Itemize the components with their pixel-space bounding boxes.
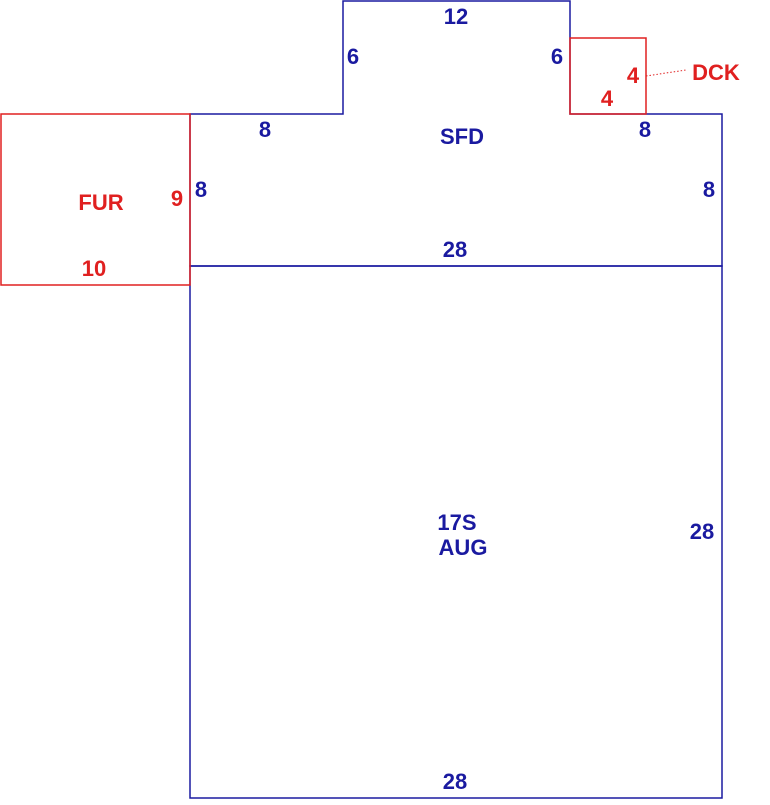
dim-sfd-top-right: 8 bbox=[639, 117, 651, 142]
aug-outline bbox=[189, 265, 723, 799]
dim-dck-right: 4 bbox=[627, 63, 640, 88]
dim-sfd-right: 8 bbox=[703, 177, 715, 202]
dim-sfd-top-left: 8 bbox=[259, 117, 271, 142]
dim-fur-right: 9 bbox=[171, 186, 183, 211]
fur-label: FUR bbox=[78, 190, 123, 215]
dim-fur-bottom: 10 bbox=[82, 256, 106, 281]
dim-sfd-bump-left: 6 bbox=[347, 44, 359, 69]
aug-label-line2: AUG bbox=[439, 535, 488, 560]
dim-dck-bottom: 4 bbox=[601, 86, 614, 111]
dck-leader-line bbox=[645, 69, 687, 77]
fur-outline bbox=[0, 113, 191, 286]
dim-sfd-left: 8 bbox=[195, 177, 207, 202]
aug-label-line1: 17S bbox=[437, 510, 476, 535]
dim-sfd-bottom: 28 bbox=[443, 237, 467, 262]
dim-sfd-bump-top: 12 bbox=[444, 4, 468, 29]
dck-label: DCK bbox=[692, 60, 740, 85]
dim-aug-bottom: 28 bbox=[443, 769, 467, 794]
sfd-label: SFD bbox=[440, 124, 484, 149]
dim-aug-right: 28 bbox=[690, 519, 714, 544]
dim-sfd-bump-right: 6 bbox=[551, 44, 563, 69]
